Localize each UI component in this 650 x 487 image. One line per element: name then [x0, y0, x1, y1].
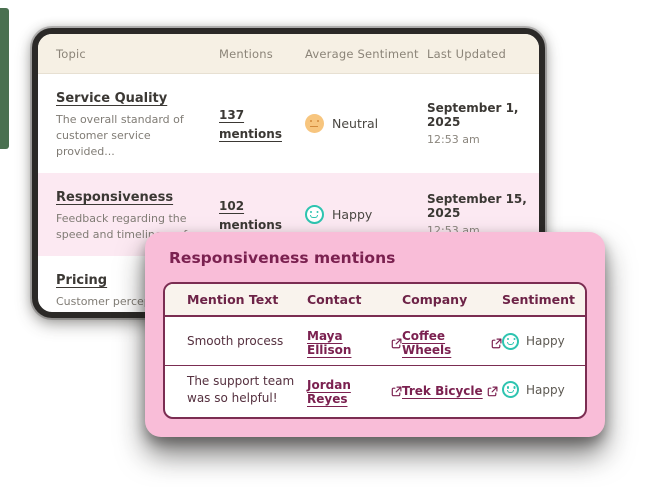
col-header-sentiment: Sentiment [502, 292, 576, 307]
mentions-panel: Responsiveness mentions Mention Text Con… [145, 232, 605, 437]
external-link-icon [391, 386, 402, 397]
mention-text: The support team was so helpful! [187, 374, 295, 405]
contact-cell: Maya Ellison [307, 325, 402, 357]
topic-link[interactable]: Pricing [56, 272, 108, 288]
sentiment-label: Happy [526, 334, 565, 348]
col-header-average-sentiment: Average Sentiment [305, 46, 419, 61]
external-link-icon [391, 338, 402, 348]
happy-face-icon [502, 332, 519, 350]
last-updated-cell: September 15, 2025 12:53 am [427, 192, 539, 237]
happy-face-icon [502, 381, 519, 398]
company-link[interactable]: Coffee Wheels [402, 329, 502, 357]
topic-link[interactable]: Responsiveness [56, 189, 174, 205]
last-updated-date: September 15, 2025 [427, 191, 527, 220]
topic-link[interactable]: Service Quality [56, 91, 168, 106]
company-cell: Coffee Wheels [402, 325, 502, 357]
neutral-face-icon [305, 113, 324, 133]
external-link-icon [491, 338, 502, 348]
company-name: Trek Bicycle [402, 384, 483, 398]
sentiment-label: Neutral [332, 115, 379, 131]
last-updated-time: 12:53 am [427, 132, 480, 146]
topics-table-header: Topic Mentions Average Sentiment Last Up… [38, 34, 539, 74]
sentiment-label: Happy [526, 382, 565, 397]
sentiment-cell: Happy [502, 332, 585, 350]
sentiment-cell: Happy [305, 204, 427, 224]
mention-row: The support team was so helpful! Jordan … [165, 365, 585, 413]
mentions-count-link[interactable]: 137 mentions [219, 108, 282, 142]
mentions-table: Mention Text Contact Company Sentiment S… [163, 282, 587, 419]
col-header-company: Company [402, 292, 468, 307]
happy-face-icon [305, 204, 324, 224]
col-header-contact: Contact [307, 292, 362, 307]
col-header-topic: Topic [56, 46, 86, 61]
mention-text: Smooth process [187, 333, 284, 348]
mentions-count-link[interactable]: 102 mentions [219, 199, 282, 233]
panel-title: Responsiveness mentions [169, 249, 396, 267]
contact-name: Maya Ellison [307, 329, 352, 357]
col-header-mentions: Mentions [219, 46, 273, 61]
last-updated-cell: September 1, 2025 12:53 am [427, 101, 539, 146]
sidebar-edge [0, 8, 9, 149]
topic-cell: Service Quality The overall standard of … [56, 74, 219, 173]
contact-link[interactable]: Maya Ellison [307, 329, 402, 357]
company-name: Coffee Wheels [402, 329, 452, 357]
topic-description: The overall standard of customer service… [56, 113, 184, 158]
sentiment-cell: Happy [502, 381, 585, 398]
last-updated-date: September 1, 2025 [427, 100, 519, 129]
sentiment-label: Happy [332, 206, 373, 222]
contact-link[interactable]: Jordan Reyes [307, 378, 402, 406]
company-cell: Trek Bicycle [402, 380, 502, 399]
mentions-cell: 137 mentions [219, 104, 305, 142]
contact-cell: Jordan Reyes [307, 374, 402, 406]
contact-name: Jordan Reyes [307, 377, 351, 406]
mentions-cell: 102 mentions [219, 195, 305, 233]
sentiment-cell: Neutral [305, 113, 427, 133]
mentions-table-header: Mention Text Contact Company Sentiment [165, 284, 585, 317]
col-header-last-updated: Last Updated [427, 46, 506, 61]
topics-table-card: Topic Mentions Average Sentiment Last Up… [32, 28, 545, 318]
mention-row: Smooth process Maya Ellison Coffee Wheel… [165, 317, 585, 365]
table-row: Service Quality The overall standard of … [38, 74, 539, 173]
external-link-icon [487, 386, 498, 396]
company-link[interactable]: Trek Bicycle [402, 384, 498, 398]
col-header-mention-text: Mention Text [187, 292, 279, 307]
